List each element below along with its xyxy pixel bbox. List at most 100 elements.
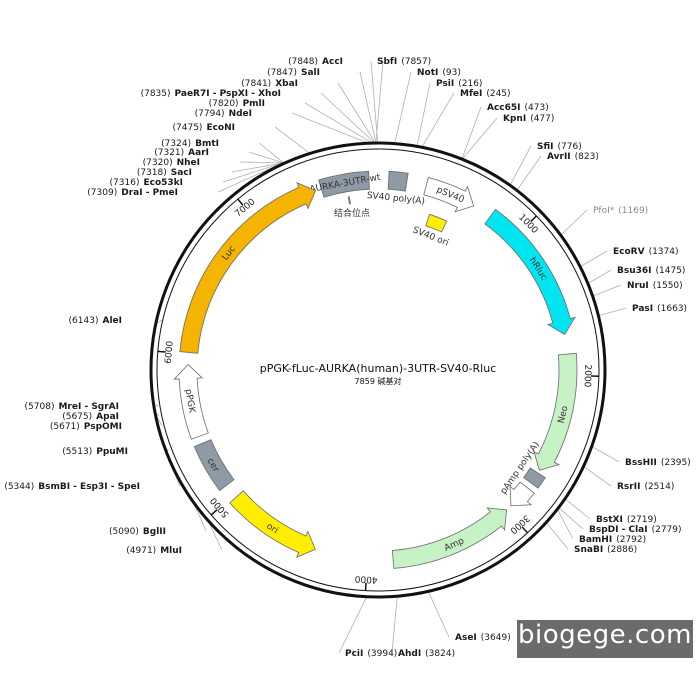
feature-label-sv40ori: SV40 ori (411, 225, 450, 248)
site-pcii[interactable]: PciI(3994) (345, 649, 397, 659)
site-position: (7321) (154, 148, 184, 158)
site-eco53ki[interactable]: Eco53kI(7316) (110, 178, 183, 188)
site-bsmbi-esp3i-spei[interactable]: BsmBI - Esp3I - SpeI(5344) (4, 482, 140, 492)
site-acci[interactable]: AccI(7848) (288, 57, 343, 67)
site-kpni[interactable]: KpnI(477) (503, 114, 554, 124)
site-name: PpuMI (96, 447, 128, 457)
site-name: NheI (177, 158, 200, 168)
site-pasi[interactable]: PasI(1663) (632, 304, 687, 314)
site-paer7i-pspxi-xhoi[interactable]: PaeR7I - PspXI - XhoI (7835) (141, 89, 281, 99)
site-sfii[interactable]: SfiI(776) (537, 142, 582, 152)
site-mfei[interactable]: MfeI(245) (460, 89, 511, 99)
site-alei[interactable]: AleI(6143) (69, 316, 122, 326)
site-name: PaeR7I - PspXI - XhoI (175, 89, 281, 99)
site-avrii[interactable]: AvrII(823) (547, 152, 599, 162)
feature-ori[interactable] (229, 490, 316, 558)
site-leader (462, 117, 498, 159)
site-leader (546, 522, 569, 550)
feature-ppgk[interactable] (173, 364, 209, 440)
site-sali[interactable]: SalI(7847) (267, 68, 320, 78)
feature-neopolyA[interactable] (523, 467, 546, 489)
site-bspdi-clai[interactable]: BspDI - ClaI(2779) (589, 525, 682, 535)
site-noti[interactable]: NotI(93) (417, 68, 461, 78)
site-name: AvrII (547, 152, 571, 162)
site-position: (5513) (62, 447, 92, 457)
feature-cer[interactable] (193, 439, 235, 492)
feature-rluc[interactable] (484, 208, 576, 336)
site-name: BamHI (579, 535, 612, 545)
site-position: (7309) (87, 188, 117, 198)
site-position: (1475) (656, 266, 686, 276)
site-apai[interactable]: ApaI(5675) (62, 412, 119, 422)
site-pmli[interactable]: PmlI(7820) (209, 99, 265, 109)
site-pspomi[interactable]: PspOMI(5671) (50, 422, 122, 432)
site-asei[interactable]: AseI(3649) (455, 633, 511, 643)
site-econi[interactable]: EcoNI(7475) (173, 123, 235, 133)
site-pfoi[interactable]: PfoI*(1169) (593, 206, 648, 216)
site-name: MluI (160, 546, 182, 556)
site-ahdi[interactable]: AhdI(3824) (398, 649, 455, 659)
site-mlui[interactable]: MluI(4971) (126, 546, 182, 556)
feature-pamp[interactable] (509, 481, 535, 507)
site-position: (7318) (137, 168, 167, 178)
site-leader (584, 466, 612, 487)
feature-sv40polyA[interactable] (387, 170, 409, 192)
feature-neo[interactable] (533, 352, 578, 471)
site-mrei-sgrai[interactable]: MreI - SgrAI(5708) (25, 402, 119, 412)
site-aari[interactable]: AarI(7321) (154, 148, 209, 158)
site-name: SnaBI (574, 545, 603, 555)
feature-amp[interactable] (391, 507, 507, 569)
site-rsrii[interactable]: RsrII(2514) (617, 482, 674, 492)
site-position: (5708) (25, 402, 55, 412)
site-ndei[interactable]: NdeI(7794) (195, 109, 252, 119)
site-leader (510, 145, 532, 185)
feature-sv40ori[interactable] (425, 213, 448, 233)
site-xbai[interactable]: XbaI(7841) (241, 79, 298, 89)
site-drai-pmei[interactable]: DraI - PmeI(7309) (87, 188, 178, 198)
site-position: (1374) (649, 247, 679, 257)
site-name: Eco53kI (143, 178, 183, 188)
site-leader (338, 597, 367, 654)
site-name: BstXI (596, 515, 623, 525)
site-nhei[interactable]: NheI(7320) (143, 158, 200, 168)
site-saci[interactable]: SacI(7318) (137, 168, 192, 178)
feature-psv40[interactable] (423, 176, 475, 213)
site-name: PciI (345, 649, 363, 659)
site-position: (5090) (109, 527, 139, 537)
feature-luc[interactable] (179, 182, 317, 354)
site-leader (239, 161, 283, 164)
site-position: (1663) (657, 304, 687, 314)
site-bsshii[interactable]: BssHII(2395) (625, 458, 691, 468)
site-snabi[interactable]: SnaBI(2886) (574, 545, 637, 555)
site-leader (416, 82, 431, 146)
site-position: (7820) (209, 99, 239, 109)
inner-ring (156, 148, 600, 592)
site-psii[interactable]: PsiI(216) (436, 79, 482, 89)
ruler-tick (237, 198, 244, 206)
site-leader (222, 162, 283, 183)
site-bstxi[interactable]: BstXI(2719) (596, 515, 657, 525)
site-bglii[interactable]: BglII(5090) (109, 527, 166, 537)
site-name: BsmBI - Esp3I - SpeI (38, 482, 140, 492)
site-name: PsiI (436, 79, 454, 89)
feature-aurka[interactable] (318, 170, 370, 198)
site-bsu36i[interactable]: Bsu36I(1475) (617, 266, 685, 276)
feature-label-neo: Neo (557, 404, 571, 424)
site-leader (561, 209, 588, 235)
site-bmti[interactable]: BmtI(7324) (161, 139, 219, 149)
site-name: SalI (301, 68, 320, 78)
site-name: MreI - SgrAI (58, 402, 119, 412)
site-leader (320, 92, 374, 143)
site-ecorv[interactable]: EcoRV(1374) (613, 247, 679, 257)
site-acc65i[interactable]: Acc65I(473) (487, 103, 549, 113)
site-position: (2395) (661, 458, 691, 468)
site-bamhi[interactable]: BamHI(2792) (579, 535, 646, 545)
ruler-tick (530, 215, 537, 223)
site-position: (7841) (241, 79, 271, 89)
site-nrui[interactable]: NruI(1550) (627, 281, 683, 291)
site-sbfi[interactable]: SbfI(7857) (377, 57, 431, 67)
site-position: (7835) (141, 89, 171, 99)
site-name: AhdI (398, 649, 421, 659)
site-ppumi[interactable]: PpuMI (5513) (62, 447, 128, 457)
